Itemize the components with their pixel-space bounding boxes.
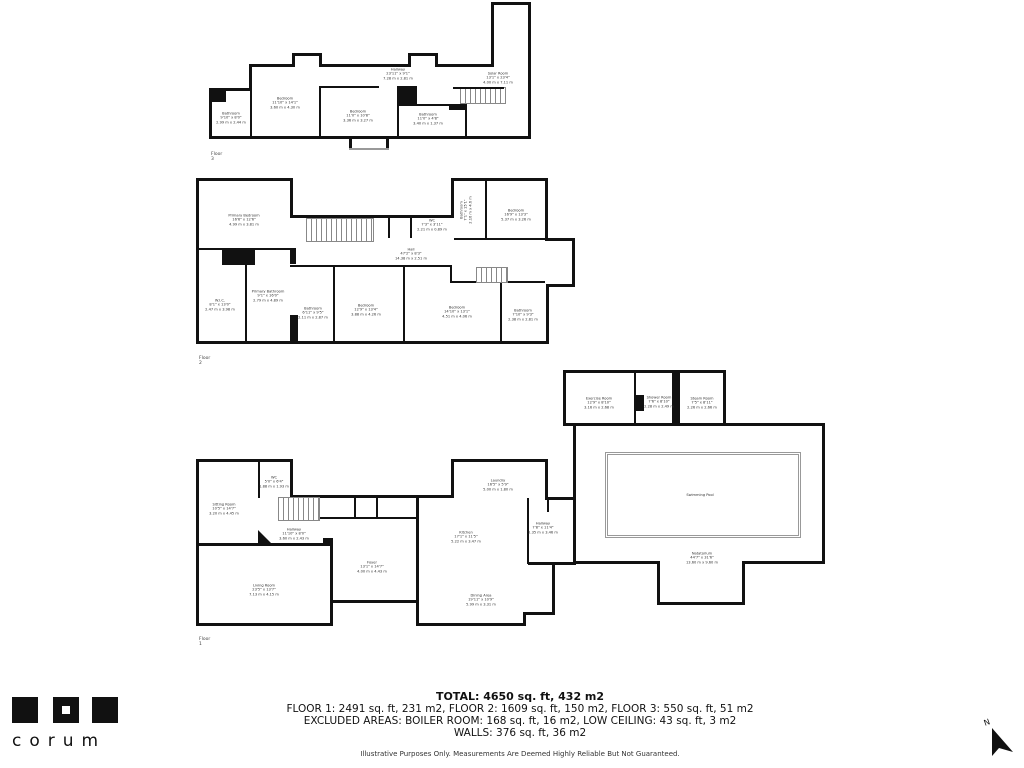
floor-2-label: Floor 2	[199, 356, 211, 366]
logo-square	[12, 697, 38, 723]
floor-areas: FLOOR 1: 2491 sq. ft, 231 m2, FLOOR 2: 1…	[286, 703, 754, 715]
swimming-pool	[605, 452, 801, 538]
logo-square-hollow	[53, 697, 79, 723]
excluded-areas: EXCLUDED AREAS: BOILER ROOM: 168 sq. ft,…	[303, 715, 737, 727]
floor-1-label: Floor 1	[199, 637, 211, 647]
disclaimer: Illustrative Purposes Only. Measurements…	[360, 750, 680, 758]
brand-name: corum	[12, 731, 107, 751]
floor-3-label: Floor 3	[211, 152, 223, 162]
logo-square	[92, 697, 118, 723]
arrow-icon	[992, 728, 1013, 756]
room-label: Swimming Pool	[686, 492, 714, 497]
total-area: TOTAL: 4650 sq. ft, 432 m2	[435, 690, 605, 703]
walls-area: WALLS: 376 sq. ft, 36 m2	[453, 727, 587, 739]
room-label: W.I.C.8'1" x 13'0"2.47 m x 3.98 m	[205, 298, 235, 312]
